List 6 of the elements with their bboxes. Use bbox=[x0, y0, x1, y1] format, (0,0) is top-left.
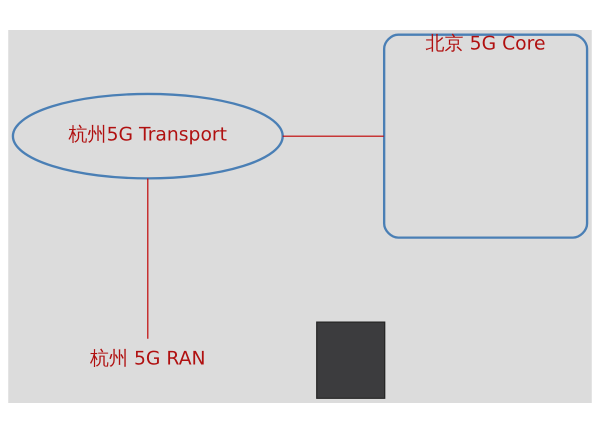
node-box: 北京 5G Core bbox=[382, 33, 588, 238]
node-box bbox=[316, 320, 386, 398]
node-ellipse: 杭州5G Transport bbox=[12, 92, 284, 180]
connector bbox=[282, 135, 384, 136]
connector bbox=[147, 178, 148, 338]
node-text: 杭州 5G RAN bbox=[90, 348, 206, 370]
